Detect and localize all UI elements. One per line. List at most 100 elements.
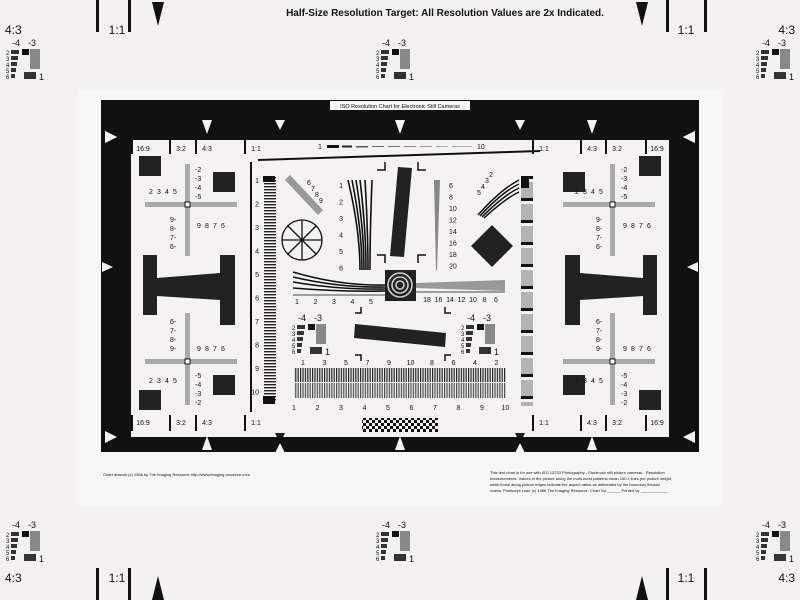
- patch-label-one: 1: [789, 554, 794, 564]
- corner-fiducial-bar: [704, 0, 707, 32]
- corner-triangle: [152, 2, 164, 26]
- footer-note-line: while those along picture edges indicate…: [490, 482, 660, 487]
- patch-block: [22, 531, 29, 537]
- cross-label-down: -3: [621, 391, 627, 398]
- patch-block: [772, 531, 779, 537]
- patch-bars: [381, 56, 388, 60]
- left-cluster: [139, 156, 237, 410]
- patch-bars: [381, 532, 389, 536]
- cross-label-up: -4: [621, 185, 627, 192]
- patch-bars: [381, 68, 386, 72]
- lower-slanted-bar: [354, 324, 446, 347]
- center-right-wedge-label: 16: [449, 241, 457, 248]
- center-left-wedge-label: 5: [339, 249, 343, 256]
- cross-label-down: -2: [621, 400, 627, 407]
- frame-fiducial: [580, 138, 582, 154]
- patch-label-one: 1: [409, 72, 414, 82]
- burst-top-label: 10: [407, 360, 415, 367]
- corner-fiducial-bar: [704, 568, 707, 600]
- horizontal-wedge-right-label: 14: [446, 297, 454, 304]
- burst-bottom-label: 4: [363, 405, 367, 412]
- patch-row-label: 4: [292, 338, 296, 344]
- horizontal-wedge-right-label: 6: [494, 297, 498, 304]
- patch-row-label: 4: [461, 338, 465, 344]
- cross-label-side: 4: [591, 378, 595, 385]
- center-right-wedge: [434, 180, 440, 270]
- burst-bottom-label: 6: [410, 405, 414, 412]
- patch-row-label: 6: [6, 557, 10, 563]
- cross-label-vertical: 9-: [596, 217, 603, 224]
- cross-label-down: -5: [621, 373, 627, 380]
- patch-row-label: 4: [376, 63, 380, 69]
- cross-label-side: 2: [149, 189, 153, 196]
- frame-fiducial: [605, 138, 607, 154]
- horizontal-wedge-left-label: 1: [295, 299, 299, 306]
- burst-bottom-label: 1: [292, 405, 296, 412]
- corner-aspect-1-1: 1:1: [109, 571, 126, 585]
- burst-top-label: 4: [473, 360, 477, 367]
- patch-row-label: 2: [756, 51, 760, 57]
- footer-note-line: marks. Postscript code (c) 1986 The Imag…: [490, 488, 668, 493]
- patch-row-label: 6: [756, 75, 760, 81]
- cross-label-side: 8: [631, 223, 635, 230]
- cross-label-vertical: 6-: [170, 319, 177, 326]
- footer-note-line: This test chart is for use with ISO 1223…: [490, 470, 665, 475]
- burst-top-label: 8: [430, 360, 434, 367]
- corner-fiducial-bar: [666, 0, 669, 32]
- patch-bars: [466, 331, 473, 335]
- patch-bars: [774, 554, 786, 561]
- corner-aspect-1-1: 1:1: [109, 23, 126, 37]
- patch-bars: [297, 349, 301, 353]
- patch-bars: [761, 550, 766, 554]
- footer-note-line: measurements. Values in the picture alon…: [490, 476, 672, 481]
- patch-bars: [394, 554, 406, 561]
- page-title: Half-Size Resolution Target: All Resolut…: [286, 8, 604, 19]
- cross-label-side: 7: [639, 346, 643, 353]
- horizontal-wedge: [292, 271, 505, 296]
- cross-label-side: 5: [173, 189, 177, 196]
- patch-grid: [316, 324, 326, 344]
- corner-aspect-4-3: 4:3: [778, 23, 795, 37]
- patch-bars: [466, 325, 474, 329]
- patch-row-label: 5: [6, 551, 10, 557]
- patch-bars: [774, 72, 786, 79]
- patch-row-label: 4: [376, 545, 380, 551]
- frame-fiducial: [645, 415, 647, 431]
- corner-triangle: [636, 576, 648, 600]
- corner-fiducial-bar: [96, 0, 99, 32]
- patch-bars: [381, 62, 387, 66]
- left-scale-label: 8: [255, 343, 259, 350]
- patch-grid: [485, 324, 495, 344]
- cross-label-side: 4: [165, 378, 169, 385]
- frame-fiducial: [580, 415, 582, 431]
- patch-grid: [30, 531, 40, 551]
- patch-label-one: 1: [789, 72, 794, 82]
- frame-fiducial: [645, 138, 647, 154]
- cross-label-side: 9: [197, 223, 201, 230]
- frame-triangle: [202, 120, 212, 134]
- cross-label-vertical: 7-: [596, 235, 603, 242]
- cross-label-side: 3: [583, 378, 587, 385]
- patch-bars: [761, 544, 767, 548]
- patch-row-label: 6: [376, 75, 380, 81]
- cross-label-side: 8: [631, 346, 635, 353]
- frame-fiducial: [195, 138, 197, 154]
- left-scale-label: 5: [255, 272, 259, 279]
- patch-grid: [780, 531, 790, 551]
- frame-triangle: [275, 433, 285, 443]
- patch-label-minus3: -3: [28, 520, 36, 530]
- cross-label-side: 2: [575, 189, 579, 196]
- patch-row-label: 2: [376, 51, 380, 57]
- patch-row-label: 4: [6, 545, 10, 551]
- cross-label-side: 9: [623, 223, 627, 230]
- patch-grid: [400, 531, 410, 551]
- cross-label-up: -2: [195, 167, 201, 174]
- horizontal-wedge-left-label: 5: [369, 299, 373, 306]
- frame-triangle: [669, 131, 681, 143]
- patch-label-minus3: -3: [28, 38, 36, 48]
- patch-label-minus3: -3: [778, 520, 786, 530]
- patch-label-one: 1: [39, 554, 44, 564]
- patch-bars: [761, 556, 765, 560]
- cross-label-down: -3: [195, 391, 201, 398]
